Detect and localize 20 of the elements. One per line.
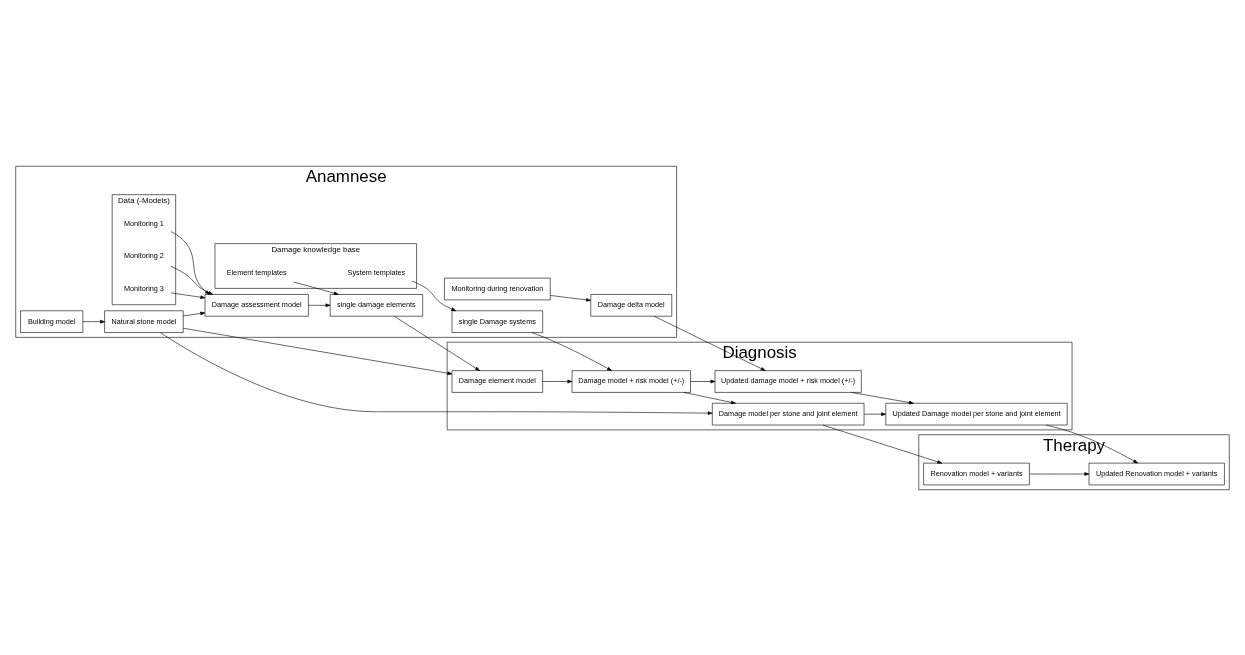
arrow — [170, 292, 206, 299]
arrow — [683, 391, 736, 404]
arrow — [182, 327, 453, 375]
arrow — [653, 315, 766, 371]
arrow — [690, 379, 716, 383]
arrow — [308, 303, 331, 307]
arrow — [531, 331, 612, 371]
arrow — [82, 319, 105, 323]
arrow — [851, 391, 914, 404]
arrow — [182, 311, 206, 316]
arrow — [393, 315, 480, 371]
arrow — [542, 379, 573, 383]
arrow — [411, 280, 457, 311]
arrow — [293, 281, 339, 295]
arrow — [863, 411, 886, 416]
arrow — [1029, 471, 1090, 476]
arrow — [550, 294, 591, 302]
arrow — [822, 424, 943, 464]
arrow — [1045, 424, 1138, 463]
arrow — [160, 331, 713, 415]
